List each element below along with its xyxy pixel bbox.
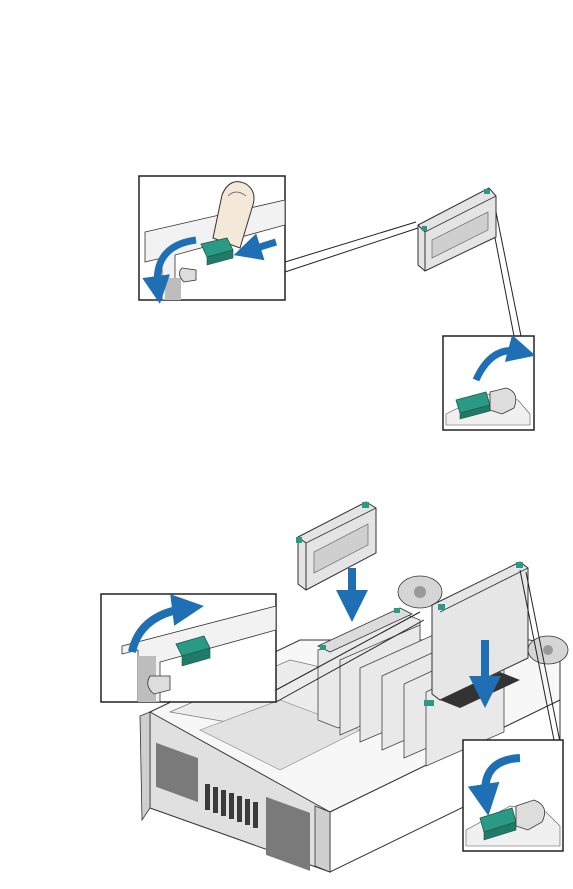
latch-close-callout-left [101, 594, 276, 702]
latch-open-callout [443, 336, 534, 430]
bottom-illustration [101, 502, 568, 872]
top-illustration [139, 176, 534, 430]
press-latch-callout [139, 176, 285, 300]
latch-close-callout-right [463, 740, 563, 851]
pci-card-small [418, 188, 496, 271]
pci-card-large [296, 502, 376, 590]
